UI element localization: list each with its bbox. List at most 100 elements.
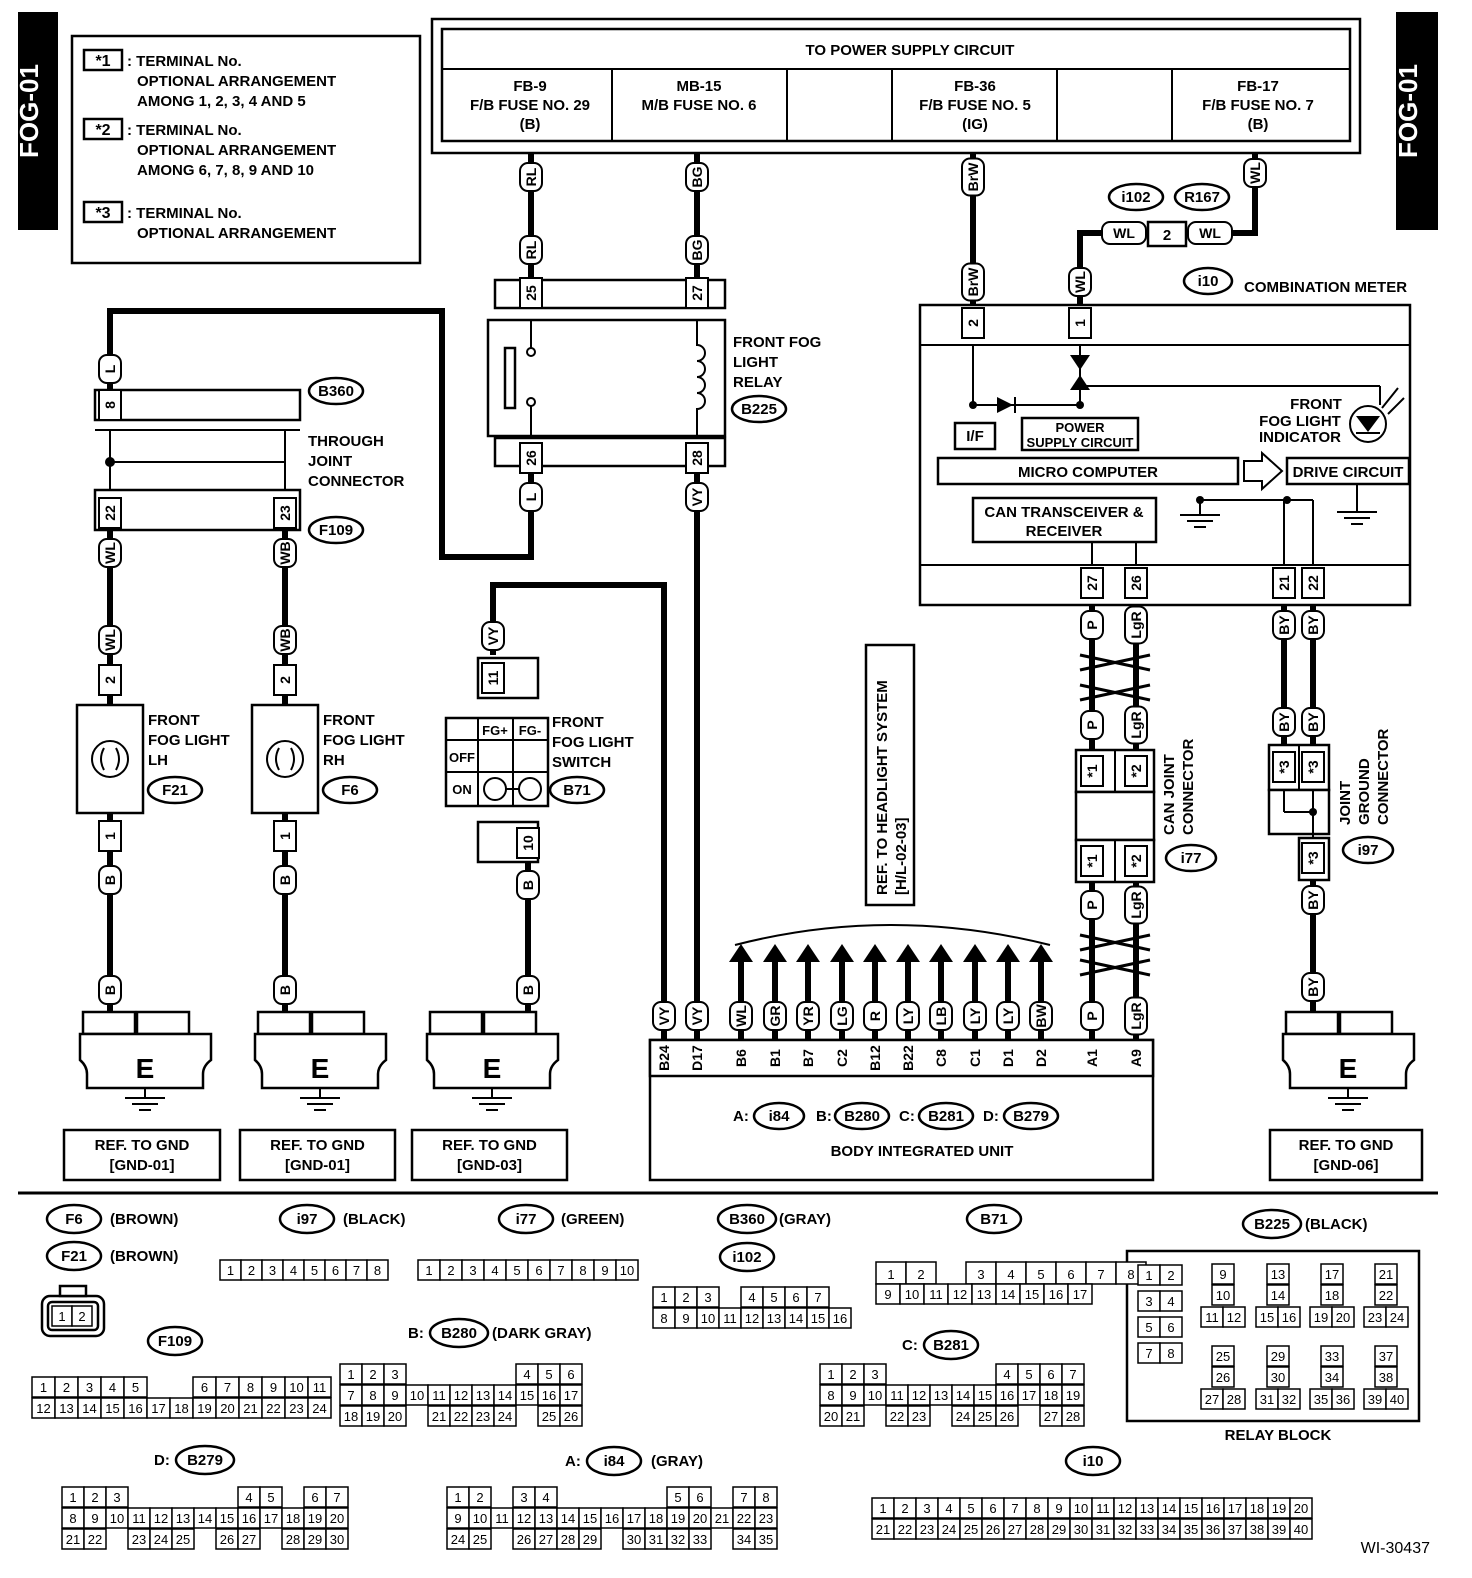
svg-text:28: 28: [689, 450, 705, 466]
svg-text:40: 40: [1294, 1522, 1308, 1537]
svg-text:22: 22: [890, 1409, 904, 1424]
svg-text:22: 22: [898, 1522, 912, 1537]
fuse-line: (IG): [962, 116, 988, 133]
svg-text:1: 1: [102, 832, 118, 840]
svg-text:31: 31: [1096, 1522, 1110, 1537]
svg-text:*3: *3: [1305, 851, 1321, 864]
svg-text:1: 1: [227, 1263, 234, 1278]
wire-label-lgr: LgR: [1124, 885, 1148, 925]
switch-label: SWITCH: [552, 754, 611, 771]
through-joint-connector: THROUGH JOINT CONNECTOR B360 F109: [93, 376, 405, 545]
svg-text:7: 7: [814, 1290, 821, 1305]
svg-text:26: 26: [1216, 1370, 1230, 1385]
svg-text:6: 6: [201, 1380, 208, 1395]
svg-text:22: 22: [454, 1409, 468, 1424]
svg-text:16: 16: [1000, 1388, 1014, 1403]
fog-lh-label: LH: [148, 752, 168, 769]
svg-text:BG: BG: [689, 166, 705, 187]
svg-text:*3: *3: [1305, 760, 1321, 773]
conn-i97-code: i97: [297, 1211, 318, 1228]
biu-terminal: B12: [867, 1045, 883, 1071]
wire-label-by: BY: [1272, 707, 1296, 737]
relay-label: LIGHT: [733, 354, 778, 371]
svg-text:BrW: BrW: [965, 267, 981, 297]
svg-text:16: 16: [128, 1401, 142, 1416]
svg-text:20: 20: [824, 1409, 838, 1424]
svg-text:20: 20: [1336, 1310, 1350, 1325]
svg-text:1: 1: [277, 832, 293, 840]
biu-terminal: A9: [1128, 1049, 1144, 1067]
relay-label: FRONT FOG: [733, 334, 821, 351]
ground-joint-label: GROUND: [1356, 758, 1373, 825]
svg-text:B12: B12: [867, 1045, 883, 1071]
svg-text:10: 10: [289, 1380, 303, 1395]
svg-text:B6: B6: [733, 1049, 749, 1067]
wire-label-wl: WL: [98, 625, 122, 655]
conn-i77-code: i77: [516, 1211, 537, 1228]
svg-text:VY: VY: [485, 626, 501, 645]
conn-b279-code: B279: [187, 1452, 223, 1469]
svg-text:1: 1: [1145, 1268, 1152, 1283]
svg-text:22: 22: [102, 505, 118, 521]
svg-text:12: 12: [912, 1388, 926, 1403]
conn-b225-pins: 14: [1266, 1284, 1290, 1306]
svg-text:26: 26: [523, 450, 539, 466]
conn-b225-pins: 9: [1211, 1263, 1235, 1285]
biu-code-prefix: B:: [816, 1108, 832, 1125]
svg-text:1: 1: [58, 1309, 65, 1324]
svg-text:27: 27: [539, 1532, 553, 1547]
pin-28: 28: [685, 442, 709, 474]
svg-text:15: 15: [1184, 1501, 1198, 1516]
svg-text:13: 13: [539, 1511, 553, 1526]
svg-text:9: 9: [1055, 1501, 1062, 1516]
svg-text:22: 22: [737, 1511, 751, 1526]
conn-i102-code: i102: [732, 1249, 761, 1266]
pin-27: 27: [1080, 567, 1104, 599]
svg-text:21: 21: [876, 1522, 890, 1537]
meter-name: COMBINATION METER: [1244, 279, 1407, 296]
can-joint-label: CONNECTOR: [1180, 738, 1197, 835]
svg-text:WB: WB: [277, 628, 293, 651]
svg-text:17: 17: [564, 1388, 578, 1403]
legend-line: AMONG 6, 7, 8, 9 AND 10: [137, 162, 314, 179]
svg-text:REF. TO GND: REF. TO GND: [442, 1137, 537, 1154]
conn-b225-pins: 29: [1266, 1345, 1290, 1367]
gnd-ref: REF. TO GND[GND-01]: [238, 1128, 397, 1182]
svg-text:9: 9: [682, 1311, 689, 1326]
through-joint-label: JOINT: [308, 453, 352, 470]
svg-text:24: 24: [312, 1401, 326, 1416]
svg-text:B: B: [102, 875, 118, 885]
connector-views: F6 (BROWN) F21 (BROWN) i97 (BLACK) i77 (…: [31, 1203, 1421, 1550]
svg-text:3: 3: [1145, 1294, 1152, 1309]
fog-lh-code: F21: [162, 782, 188, 799]
meter-micro-computer: MICRO COMPUTER: [1018, 464, 1158, 481]
biu-terminal: D17: [689, 1045, 705, 1071]
conn-b225-pins: 17: [1320, 1263, 1344, 1285]
svg-text:2: 2: [1167, 1268, 1174, 1283]
conn-i84-prefix: A:: [565, 1453, 581, 1470]
svg-text:4: 4: [1007, 1267, 1014, 1282]
svg-text:23: 23: [920, 1522, 934, 1537]
svg-text:36: 36: [1336, 1392, 1350, 1407]
svg-text:17: 17: [1228, 1501, 1242, 1516]
svg-text:VY: VY: [656, 1006, 672, 1025]
svg-text:3: 3: [113, 1490, 120, 1505]
svg-text:14: 14: [1162, 1501, 1176, 1516]
svg-text:5: 5: [674, 1490, 681, 1505]
svg-text:LgR: LgR: [1128, 611, 1144, 638]
svg-text:REF. TO GND: REF. TO GND: [270, 1137, 365, 1154]
svg-text:WL: WL: [1072, 271, 1088, 293]
svg-text:7: 7: [557, 1263, 564, 1278]
svg-text:5: 5: [1037, 1267, 1044, 1282]
svg-text:35: 35: [1184, 1522, 1198, 1537]
fuse-line: FB-17: [1237, 78, 1279, 95]
svg-text:REF. TO GND: REF. TO GND: [95, 1137, 190, 1154]
svg-text:33: 33: [1325, 1349, 1339, 1364]
conn-f6-code: F6: [65, 1211, 83, 1228]
svg-text:22: 22: [1305, 575, 1321, 591]
fuse-line: (B): [1248, 116, 1269, 133]
svg-text:LY: LY: [967, 1007, 983, 1024]
